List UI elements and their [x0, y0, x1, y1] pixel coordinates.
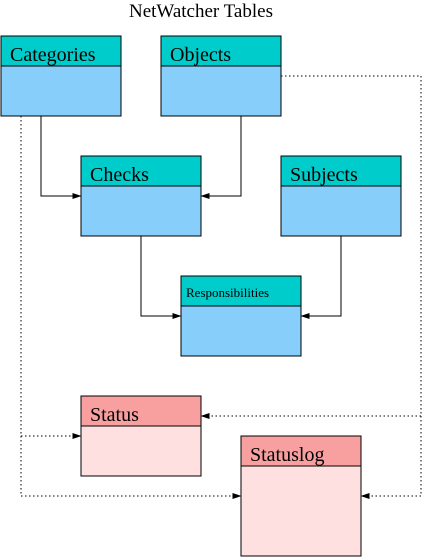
connection-objects-checks [200, 116, 242, 199]
connection-categories-status [20, 116, 82, 439]
table-status-header [80, 395, 202, 427]
table-responsibilities-body [180, 305, 302, 357]
connection-objects-status [200, 75, 422, 419]
table-status: Status [80, 395, 202, 477]
table-subjects-label: Subjects [290, 164, 358, 186]
table-subjects: Subjects [280, 155, 402, 237]
connection-objects-statuslog [360, 416, 422, 499]
table-subjects-body [280, 185, 402, 237]
connection-checks-responsibilities [140, 236, 182, 319]
table-categories-body [0, 65, 122, 117]
table-responsibilities-header [180, 275, 302, 307]
table-categories: Categories [0, 35, 122, 117]
table-objects-label: Objects [170, 44, 231, 66]
table-statuslog: Statuslog [240, 435, 362, 557]
table-categories-label: Categories [10, 44, 96, 66]
connections [20, 75, 422, 499]
table-checks-body [80, 185, 202, 237]
connection-categories-checks [40, 116, 82, 199]
table-statuslog-header [240, 435, 362, 467]
table-statuslog-label: Statuslog [250, 444, 324, 466]
table-checks-header [80, 155, 202, 187]
table-responsibilities-label: Responsibilities [186, 285, 269, 300]
table-objects-header [160, 35, 282, 67]
connection-subjects-responsibilities [300, 236, 342, 319]
table-objects: Objects [160, 35, 282, 117]
table-statuslog-body [240, 465, 362, 557]
table-status-body [80, 425, 202, 477]
table-status-label: Status [90, 404, 139, 426]
table-categories-header [0, 35, 122, 67]
table-subjects-header [280, 155, 402, 187]
table-checks-label: Checks [90, 164, 149, 186]
diagram-title: NetWatcher Tables [129, 1, 273, 22]
table-objects-body [160, 65, 282, 117]
table-checks: Checks [80, 155, 202, 237]
table-responsibilities: Responsibilities [180, 275, 302, 357]
connection-categories-statuslog [20, 436, 242, 499]
